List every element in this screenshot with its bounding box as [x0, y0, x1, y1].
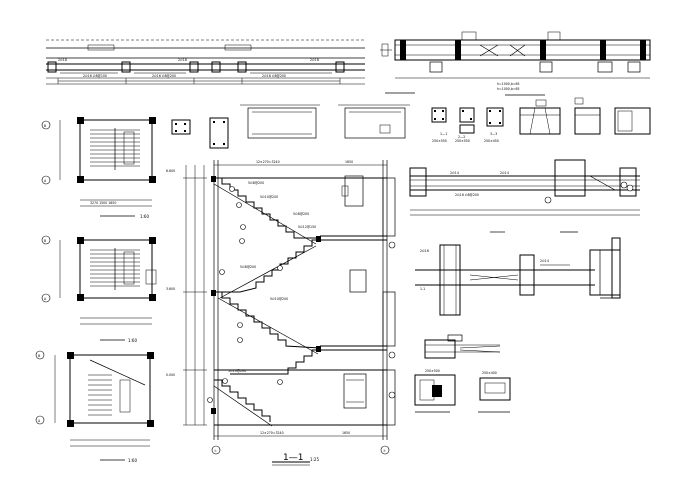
svg-text:12×270=3240: 12×270=3240 [260, 431, 284, 435]
svg-text:3270 1500 1850: 3270 1500 1850 [90, 201, 116, 205]
svg-text:2∅16 ∅8@200: 2∅16 ∅8@200 [455, 193, 479, 197]
svg-text:B: B [38, 354, 40, 358]
plan-column-details [171, 104, 410, 149]
svg-text:2∅18: 2∅18 [310, 58, 319, 62]
svg-text:2∅14: 2∅14 [500, 171, 509, 175]
svg-text:B: B [44, 124, 46, 128]
main-stair-section: 5∅8@200 5∅10@200 5∅8@200 5∅12@150 5∅8@20… [166, 160, 396, 466]
right-column-joint-detail: 2∅14 1-1 2∅16 [415, 237, 621, 316]
stair-plan-3: B A 1:60 [35, 350, 154, 463]
section-33-label: 3—3 [490, 132, 497, 136]
svg-text:2∅16 ∅8@200: 2∅16 ∅8@200 [262, 74, 286, 78]
svg-text:250×400: 250×400 [482, 371, 497, 375]
plan-scale-2: 1:60 [128, 338, 137, 343]
plan-scale-3: 1:60 [128, 458, 137, 463]
svg-text:6.600: 6.600 [166, 169, 175, 173]
main-section-scale: 1:25 [310, 457, 319, 462]
beam-note-2: h=1000,b=65 [497, 87, 520, 91]
svg-text:5∅10@200: 5∅10@200 [260, 195, 278, 199]
section-11-label: 1—1 [440, 132, 447, 136]
svg-text:1650: 1650 [345, 160, 353, 164]
top-elevation-labels: 2∅18 2∅16 ∅8@100 2∅16 ∅8@200 2∅18 2∅16 ∅… [58, 58, 319, 78]
svg-text:A: A [38, 419, 41, 423]
section-callouts: 5∅8@200 5∅10@200 5∅8@200 5∅12@150 5∅8@20… [207, 181, 316, 403]
svg-text:5∅10@200: 5∅10@200 [270, 297, 288, 301]
svg-text:250×550: 250×550 [455, 139, 470, 143]
svg-text:B: B [44, 239, 46, 243]
svg-text:250×550: 250×550 [432, 139, 447, 143]
svg-text:3.600: 3.600 [166, 287, 175, 291]
svg-text:2∅18: 2∅18 [58, 58, 67, 62]
svg-text:②: ② [383, 449, 386, 453]
right-beam-elevation: 2∅14 2∅14 2∅16 ∅8@200 [409, 159, 640, 233]
svg-text:2∅14: 2∅14 [540, 259, 549, 263]
svg-text:5∅12@150: 5∅12@150 [298, 225, 316, 229]
beam-note-1: h=1000,b=65 [497, 82, 520, 86]
svg-text:①: ① [214, 449, 217, 453]
svg-text:0.000: 0.000 [166, 373, 175, 377]
svg-text:12×270=3240: 12×270=3240 [256, 160, 280, 164]
svg-text:250×500: 250×500 [425, 369, 440, 373]
svg-text:5∅8@200: 5∅8@200 [293, 212, 309, 216]
svg-text:2∅16 ∅8@200: 2∅16 ∅8@200 [152, 74, 176, 78]
section-details-row: 1—1 250×550 2—2 250×550 3—3 250×450 [431, 97, 651, 143]
section-22-label: 2—2 [458, 135, 465, 139]
svg-text:5∅8@200: 5∅8@200 [248, 181, 264, 185]
top-beam-elevation: 2∅18 2∅16 ∅8@100 2∅16 ∅8@200 2∅18 2∅16 ∅… [46, 39, 365, 85]
svg-text:A: A [44, 179, 47, 183]
svg-text:5∅8@200: 5∅8@200 [240, 265, 256, 269]
stair-plan-2: B A 1:60 [41, 235, 157, 343]
svg-text:5∅10@200: 5∅10@200 [228, 369, 246, 373]
main-section-title: 1—1 [283, 453, 303, 463]
stair-plan-1: B A 1:60 3270 1500 1850 [41, 117, 156, 219]
svg-text:A: A [44, 297, 47, 301]
svg-text:2∅16: 2∅16 [420, 249, 429, 253]
axis-bubbles-right [388, 184, 634, 399]
svg-text:2∅14: 2∅14 [450, 171, 459, 175]
plan-scale-1: 1:60 [140, 214, 149, 219]
right-small-sections: 250×500 250×400 [414, 334, 511, 413]
svg-text:250×450: 250×450 [484, 139, 499, 143]
top-right-beam-detail: h=1000,b=65 h=1000,b=65 [380, 31, 651, 96]
svg-text:1-1: 1-1 [420, 287, 425, 291]
svg-text:2∅16 ∅8@100: 2∅16 ∅8@100 [83, 74, 107, 78]
svg-text:2∅18: 2∅18 [178, 58, 187, 62]
svg-text:1650: 1650 [342, 431, 350, 435]
